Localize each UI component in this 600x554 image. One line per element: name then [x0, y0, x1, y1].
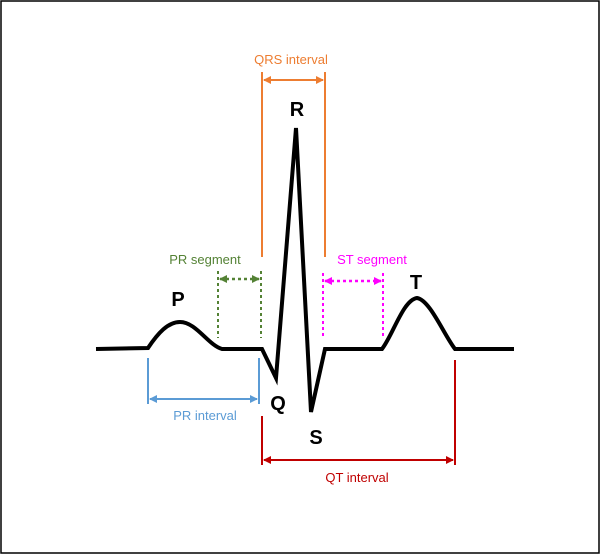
s-wave-label: S: [309, 427, 322, 449]
r-wave-label: R: [290, 99, 305, 121]
st-segment-annotation: ST segment: [322, 252, 407, 338]
qt-interval-annotation: QT interval: [261, 360, 456, 485]
t-wave-label: T: [410, 272, 422, 294]
pr-segment-label: PR segment: [169, 252, 241, 267]
q-wave-label: Q: [270, 393, 286, 415]
p-wave-label: P: [171, 289, 184, 311]
qt-interval-label: QT interval: [325, 470, 388, 485]
qrs-interval-annotation: QRS interval: [254, 52, 328, 257]
pr-interval-label: PR interval: [173, 408, 237, 423]
pr-segment-annotation: PR segment: [169, 252, 262, 338]
ecg-waveform: [95, 127, 514, 413]
qrs-interval-label: QRS interval: [254, 52, 328, 67]
pr-interval-annotation: PR interval: [147, 358, 260, 423]
st-segment-label: ST segment: [337, 252, 407, 267]
